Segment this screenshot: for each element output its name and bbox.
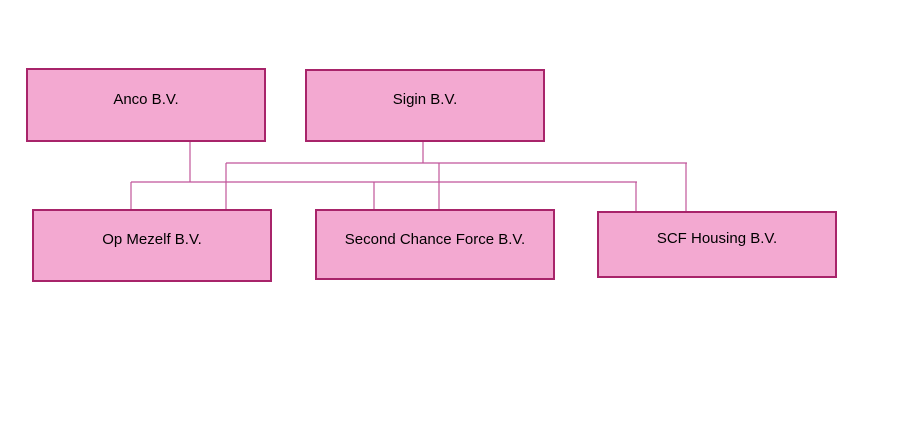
parent-box-anco: Anco B.V. — [26, 68, 266, 142]
child-label-second-chance-force: Second Chance Force B.V. — [344, 231, 526, 248]
child-box-op-mezelf: Op Mezelf B.V. — [32, 209, 272, 282]
parent-box-sigin: Sigin B.V. — [305, 69, 545, 142]
parent-label-anco: Anco B.V. — [113, 91, 179, 108]
child-box-scf-housing: SCF Housing B.V. — [597, 211, 837, 278]
child-label-op-mezelf: Op Mezelf B.V. — [102, 231, 202, 248]
child-label-scf-housing: SCF Housing B.V. — [656, 230, 778, 247]
parent-label-sigin: Sigin B.V. — [392, 91, 458, 108]
child-box-second-chance-force: Second Chance Force B.V. — [315, 209, 555, 280]
